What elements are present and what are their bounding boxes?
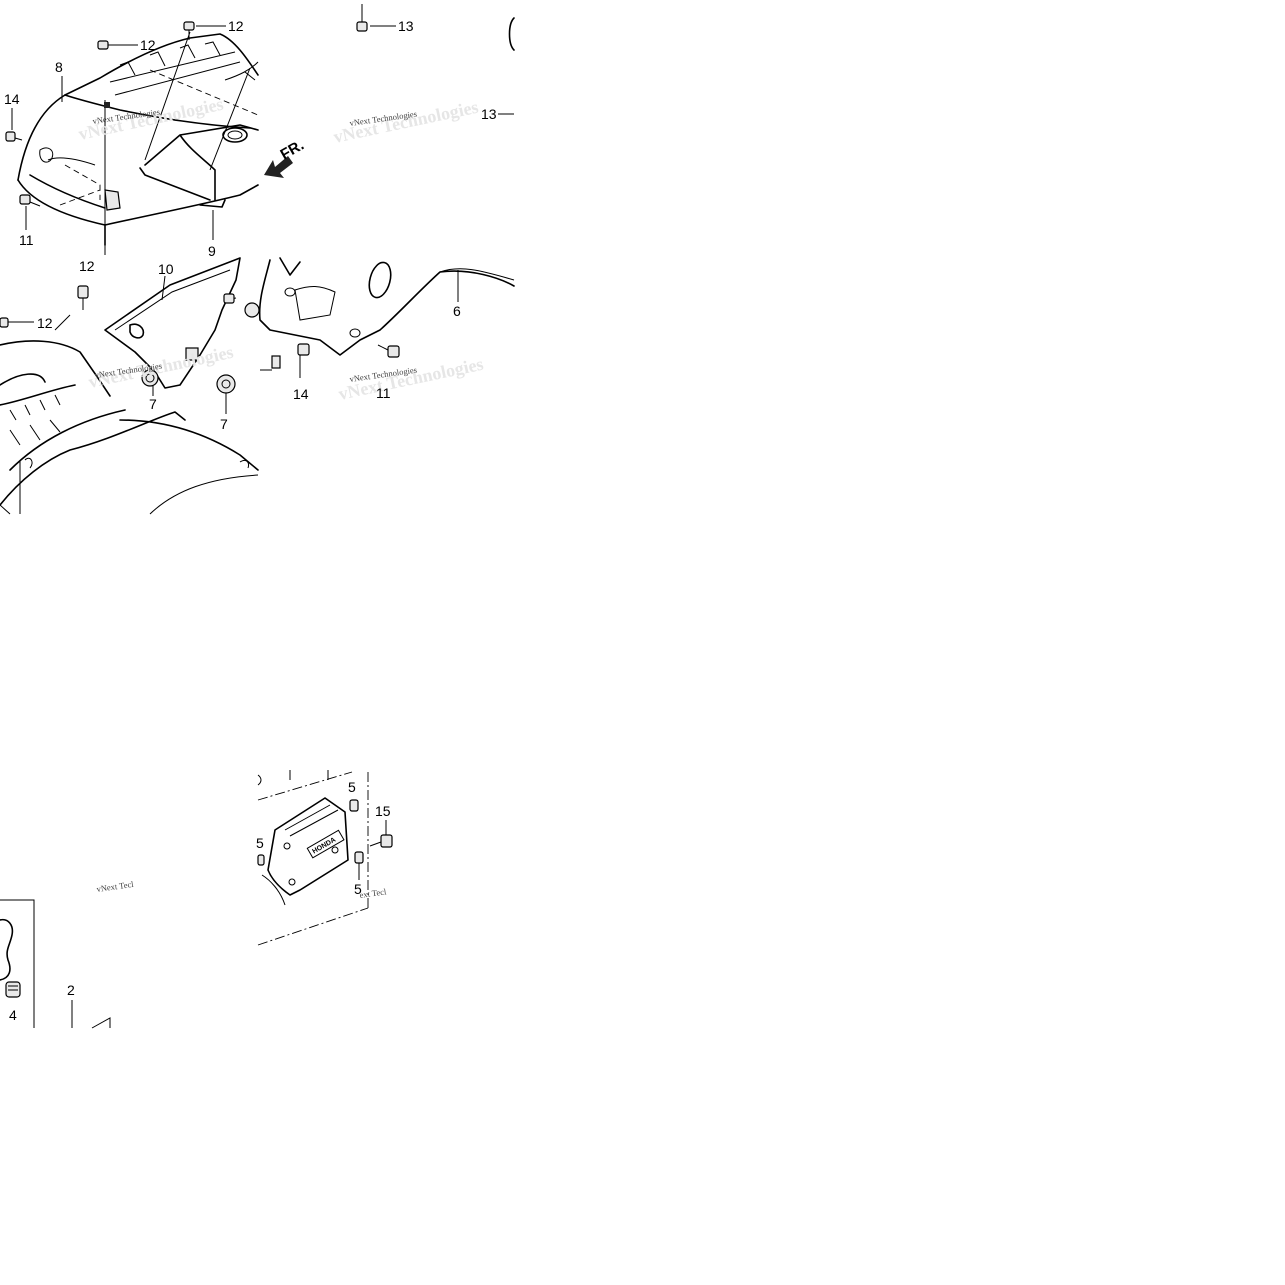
callout-14: 14 xyxy=(4,91,20,107)
watermark: ext Tecl xyxy=(359,886,388,900)
bracket-part-2-4 xyxy=(0,899,111,1029)
nut-icon xyxy=(354,851,364,880)
bolt-icon xyxy=(297,343,310,378)
grommet-icon xyxy=(216,374,236,414)
svg-text:vNext Tecl: vNext Tecl xyxy=(96,879,135,894)
callout-13: 13 xyxy=(481,106,497,122)
nut-icon xyxy=(349,799,359,812)
callout-8: 8 xyxy=(55,59,63,75)
bolt-icon xyxy=(377,344,400,358)
grommet-icon xyxy=(244,302,260,318)
watermark: vNext Technologies vNext Technologies xyxy=(332,97,480,147)
rear-fender-part-6 xyxy=(258,257,515,356)
callout-4: 4 xyxy=(9,1007,17,1023)
nut-icon xyxy=(257,854,265,866)
svg-text:ext Tecl: ext Tecl xyxy=(359,886,388,900)
side-cover-part-10 xyxy=(104,257,241,389)
bolt-icon xyxy=(5,131,23,142)
callout-5: 5 xyxy=(348,779,356,795)
callout-12: 12 xyxy=(140,37,156,53)
front-direction-arrow: FR. xyxy=(264,137,307,178)
bolt-icon xyxy=(369,820,393,848)
callout-6: 6 xyxy=(453,303,461,319)
bolt-icon xyxy=(356,4,368,32)
callout-15: 15 xyxy=(375,803,391,819)
callout-14: 14 xyxy=(293,386,309,402)
bolt-icon xyxy=(0,317,9,328)
callout-11: 11 xyxy=(376,385,391,401)
callout-5: 5 xyxy=(256,835,264,851)
callout-12: 12 xyxy=(228,18,244,34)
grommet-icon xyxy=(141,369,159,396)
watermark: vNext Tecl xyxy=(96,879,135,894)
callout-9: 9 xyxy=(208,243,216,259)
callout-12: 12 xyxy=(79,258,95,274)
partial-part-outline xyxy=(508,17,515,51)
bolt-icon xyxy=(104,102,110,108)
bolt-icon xyxy=(19,194,41,207)
callout-11: 11 xyxy=(19,232,34,248)
callout-5: 5 xyxy=(354,881,362,897)
bolt-icon xyxy=(260,355,281,371)
callout-12: 12 xyxy=(37,315,53,331)
watermark: vNext Technologies vNext Technologies xyxy=(77,94,225,144)
watermark: vNext Technologies vNext Technologies xyxy=(337,354,485,404)
bolt-icon xyxy=(77,285,89,310)
body-cover-part xyxy=(0,314,259,515)
watermark: vNext Technologies vNext Technologies xyxy=(87,342,235,392)
callout-7: 7 xyxy=(149,396,157,412)
cover-part-5-15: HONDA xyxy=(257,770,369,946)
callout-10: 10 xyxy=(158,261,174,277)
callout-7: 7 xyxy=(220,416,228,432)
bolt-icon xyxy=(183,21,195,40)
callout-2: 2 xyxy=(67,982,75,998)
rear-fender-part-8 xyxy=(17,31,259,255)
direction-label: FR. xyxy=(278,137,307,164)
callout-13: 13 xyxy=(398,18,414,34)
